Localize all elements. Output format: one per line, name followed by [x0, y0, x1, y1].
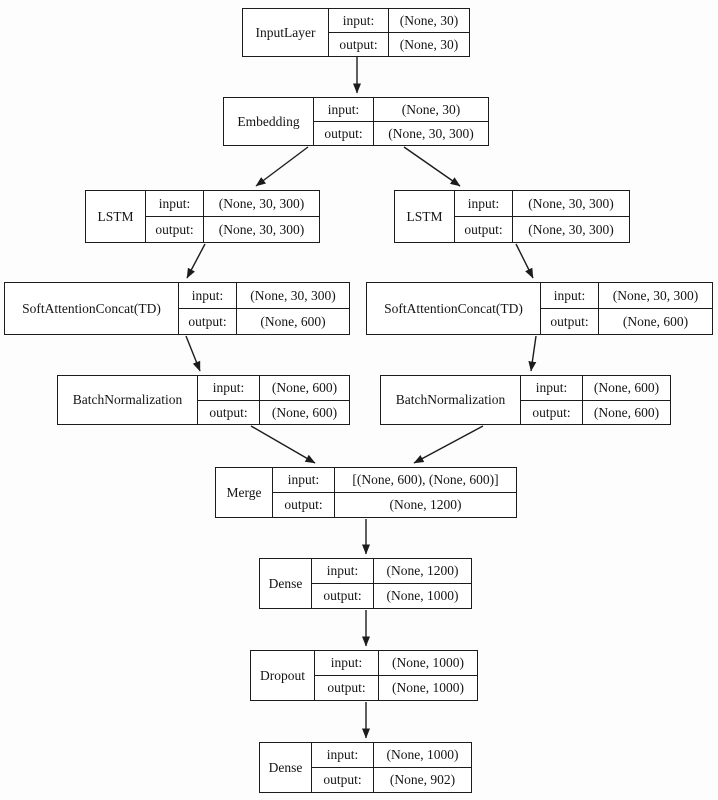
- output-label: output:: [146, 217, 204, 242]
- node-dense-2: Dense input: (None, 1000) output: (None,…: [259, 742, 472, 793]
- input-shape: (None, 30, 300): [250, 287, 336, 303]
- node-embedding: Embedding input: (None, 30) output: (Non…: [223, 97, 489, 146]
- layer-name: InputLayer: [243, 9, 329, 56]
- layer-name: Embedding: [224, 98, 314, 145]
- output-shape: (None, 1200): [389, 497, 462, 513]
- input-shape: (None, 30, 300): [612, 287, 699, 303]
- input-label: input:: [273, 468, 335, 492]
- output-label: output:: [312, 584, 374, 608]
- layer-name: Dense: [260, 743, 312, 792]
- output-shape: (None, 30, 300): [218, 221, 305, 237]
- node-batchnormalization-right: BatchNormalization input: (None, 600) ou…: [380, 375, 671, 425]
- input-shape: (None, 600): [593, 380, 660, 395]
- input-shape: (None, 30): [399, 12, 459, 28]
- input-shape: (None, 30): [401, 101, 461, 117]
- layer-name: SoftAttentionConcat(TD): [5, 283, 179, 334]
- output-shape: (None, 1000): [392, 680, 464, 696]
- node-dense-1: Dense input: (None, 1200) output: (None,…: [259, 558, 472, 609]
- input-label: input:: [541, 283, 599, 308]
- output-shape: (None, 600): [271, 404, 338, 420]
- output-label: output:: [198, 400, 260, 424]
- output-shape: (None, 600): [622, 313, 689, 329]
- layer-name: Dropout: [251, 651, 315, 700]
- input-shape: (None, 600): [271, 380, 338, 395]
- output-shape: (None, 600): [593, 404, 660, 420]
- layer-name: LSTM: [395, 191, 455, 242]
- input-label: input:: [312, 559, 374, 583]
- layer-name: Dense: [260, 559, 312, 608]
- output-label: output:: [315, 676, 379, 700]
- input-label: input:: [315, 651, 379, 675]
- edge-lstm-right-to-sac-right: [515, 243, 534, 279]
- input-label: input:: [179, 283, 237, 308]
- input-shape: (None, 30, 300): [528, 195, 614, 211]
- input-label: input:: [312, 743, 374, 767]
- input-label: input:: [146, 191, 204, 216]
- layer-name: SoftAttentionConcat(TD): [367, 283, 541, 334]
- node-softattentionconcat-left: SoftAttentionConcat(TD) input: (None, 30…: [4, 282, 350, 335]
- node-softattentionconcat-right: SoftAttentionConcat(TD) input: (None, 30…: [366, 282, 713, 335]
- edge-sac-right-to-bn-right: [528, 335, 537, 372]
- node-lstm-right: LSTM input: (None, 30, 300) output: (Non…: [394, 190, 630, 243]
- input-label: input:: [314, 98, 374, 121]
- edge-bn-right-to-merge: [413, 425, 484, 464]
- output-label: output:: [314, 122, 374, 145]
- output-shape: (None, 902): [389, 772, 456, 788]
- input-label: input:: [455, 191, 513, 216]
- node-dropout: Dropout input: (None, 1000) output: (Non…: [250, 650, 478, 701]
- input-shape: (None, 1000): [386, 747, 459, 763]
- output-shape: (None, 30): [399, 36, 459, 52]
- input-shape: (None, 30, 300): [218, 195, 305, 211]
- input-label: input:: [521, 376, 583, 400]
- node-input-layer: InputLayer input: (None, 30) output: (No…: [242, 8, 470, 57]
- layer-name: LSTM: [86, 191, 146, 242]
- output-label: output:: [521, 400, 583, 424]
- output-label: output:: [329, 33, 389, 56]
- node-merge: Merge input: [(None, 600), (None, 600)] …: [215, 467, 517, 518]
- output-shape: (None, 1000): [386, 588, 459, 604]
- output-label: output:: [541, 309, 599, 334]
- input-shape: (None, 1000): [392, 655, 464, 671]
- edge-embedding-to-lstm-right: [403, 146, 461, 187]
- input-label: input:: [198, 376, 260, 400]
- layer-name: BatchNormalization: [381, 376, 521, 424]
- output-label: output:: [179, 309, 237, 334]
- input-shape: (None, 1200): [386, 563, 459, 579]
- node-batchnormalization-left: BatchNormalization input: (None, 600) ou…: [57, 375, 350, 425]
- edge-bn-left-to-merge: [250, 425, 316, 464]
- output-label: output:: [273, 493, 335, 517]
- output-label: output:: [312, 768, 374, 792]
- input-shape: [(None, 600), (None, 600)]: [352, 472, 499, 488]
- output-shape: (None, 30, 300): [388, 125, 474, 141]
- edge-sac-left-to-bn-left: [185, 335, 201, 372]
- output-shape: (None, 30, 300): [528, 221, 614, 237]
- layer-name: Merge: [216, 468, 273, 517]
- output-label: output:: [455, 217, 513, 242]
- layer-name: BatchNormalization: [58, 376, 198, 424]
- edge-embedding-to-lstm-left: [255, 146, 309, 187]
- edge-lstm-left-to-sac-left: [186, 243, 206, 279]
- input-label: input:: [329, 9, 389, 32]
- output-shape: (None, 600): [260, 313, 326, 329]
- node-lstm-left: LSTM input: (None, 30, 300) output: (Non…: [85, 190, 320, 243]
